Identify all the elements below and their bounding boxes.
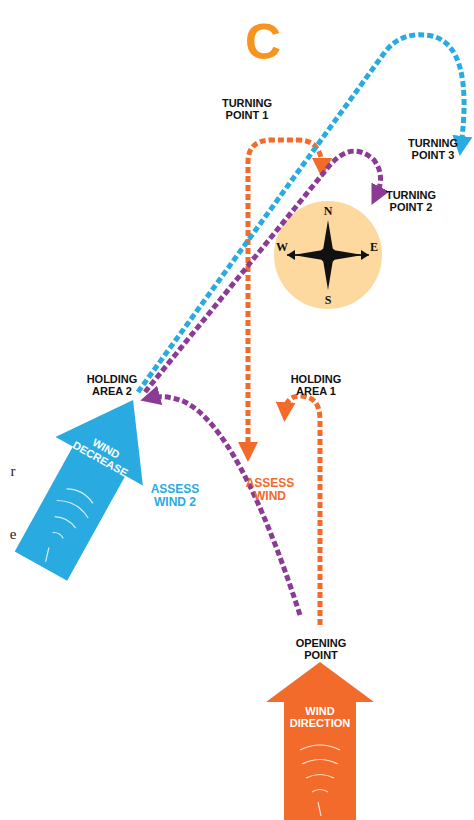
flight-path bbox=[150, 397, 300, 615]
step-label: ASSESS WIND bbox=[246, 477, 295, 502]
waypoint-label: TURNING POINT 2 bbox=[386, 190, 436, 213]
compass-rose-disc: N E S W bbox=[273, 200, 383, 310]
node-outline bbox=[266, 662, 374, 820]
node-outline bbox=[0, 376, 177, 591]
flight-path bbox=[285, 396, 320, 625]
waypoint-label: TURNING POINT 3 bbox=[408, 138, 458, 161]
wind-arrow-shape bbox=[266, 662, 374, 820]
wind-arrow: WIND DECREASE bbox=[0, 376, 177, 591]
waypoint-label: HOLDING AREA 1 bbox=[291, 374, 342, 397]
compass-letter: N bbox=[324, 205, 333, 218]
waypoint-label: TURNING POINT 1 bbox=[222, 98, 272, 121]
compass-point bbox=[287, 250, 295, 260]
compass-letter: S bbox=[325, 294, 332, 307]
compass-rose bbox=[293, 220, 363, 290]
waypoint-label: HOLDING AREA 2 bbox=[87, 374, 138, 397]
cut-off-text: e bbox=[10, 527, 17, 543]
waypoint-label: OPENING POINT bbox=[296, 638, 347, 661]
compass-point bbox=[361, 250, 369, 260]
flight-path bbox=[138, 35, 464, 392]
compass-hub bbox=[320, 247, 336, 263]
compass-letter: W bbox=[276, 241, 288, 254]
cut-off-text: r bbox=[11, 464, 16, 480]
compass-disc bbox=[274, 201, 382, 309]
compass-letter: E bbox=[370, 241, 378, 254]
step-label: ASSESS WIND 2 bbox=[151, 483, 200, 508]
panel-letter: C bbox=[245, 16, 281, 69]
wind-arrow: WIND DIRECTION bbox=[266, 662, 374, 820]
tornado-sketch bbox=[28, 484, 97, 570]
arrow-caption: WIND DIRECTION bbox=[290, 706, 351, 729]
tornado-sketch bbox=[300, 745, 340, 816]
wind-arrow-shape bbox=[0, 376, 177, 591]
